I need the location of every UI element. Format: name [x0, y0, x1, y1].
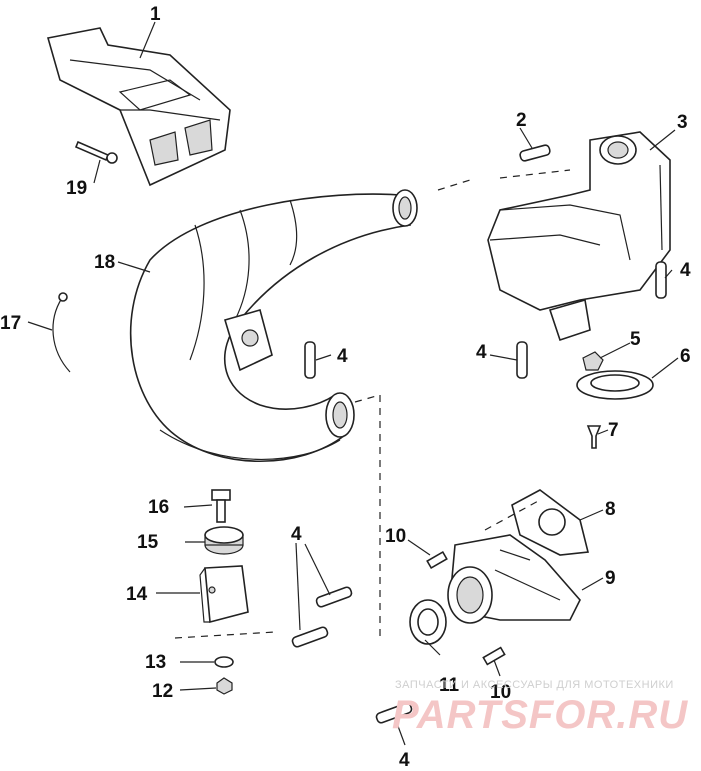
watermark-brand: PARTSFOR.RU — [392, 693, 688, 737]
callout-17: 17 — [0, 313, 21, 334]
part-10-bolt-b — [482, 646, 506, 666]
part-7-stud — [586, 425, 602, 449]
part-11-seal — [409, 599, 447, 645]
callout-16: 16 — [148, 497, 169, 518]
callout-7: 7 — [608, 420, 619, 441]
part-1-bracket — [46, 27, 231, 187]
callout-11: 11 — [439, 675, 460, 696]
callout-2: 2 — [516, 110, 527, 131]
callout-4-mid-right: 4 — [476, 342, 487, 363]
part-14-bracket — [199, 565, 249, 624]
part-10-bolt-a — [426, 550, 448, 570]
callout-4-bottom: 4 — [399, 750, 410, 771]
part-16-bolt — [211, 489, 231, 523]
callout-19: 19 — [66, 178, 87, 199]
part-3-silencer — [487, 131, 671, 342]
callout-12: 12 — [152, 681, 173, 702]
callout-1: 1 — [150, 4, 161, 25]
callout-4-center: 4 — [337, 346, 348, 367]
callout-3: 3 — [677, 112, 688, 133]
callout-8: 8 — [605, 499, 616, 520]
callout-labels: 1 2 3 4 4 4 4 4 5 6 7 8 9 10 10 11 12 13… — [0, 4, 691, 771]
callout-10-upper: 10 — [385, 526, 406, 547]
part-8-flange — [511, 489, 589, 556]
part-6-gasket — [576, 370, 654, 400]
callout-5: 5 — [630, 329, 641, 350]
part-19-bolt — [74, 140, 118, 164]
part-12-nut — [216, 677, 233, 695]
callout-18: 18 — [94, 252, 115, 273]
callout-9: 9 — [605, 568, 616, 589]
callout-6: 6 — [680, 346, 691, 367]
springs — [291, 144, 667, 724]
part-17-spring — [52, 297, 71, 373]
callout-4-lower: 4 — [291, 524, 302, 545]
part-15-bushing — [204, 526, 244, 555]
callout-4-right: 4 — [680, 260, 691, 281]
watermark: ЗАПЧАСТИ И АКСЕССУАРЫ ДЛЯ МОТОТЕХНИКИ PA… — [392, 679, 688, 737]
part-18-expansion-chamber — [129, 189, 418, 463]
part-5-nut — [582, 351, 604, 371]
callout-14: 14 — [126, 584, 148, 605]
leader-lines — [27, 21, 679, 746]
watermark-tagline: ЗАПЧАСТИ И АКСЕССУАРЫ ДЛЯ МОТОТЕХНИКИ — [395, 679, 674, 691]
callout-13: 13 — [145, 652, 166, 673]
part-9-manifold — [447, 534, 581, 624]
callout-10-lower: 10 — [490, 682, 511, 703]
callout-15: 15 — [137, 532, 159, 553]
part-13-washer — [214, 656, 234, 668]
